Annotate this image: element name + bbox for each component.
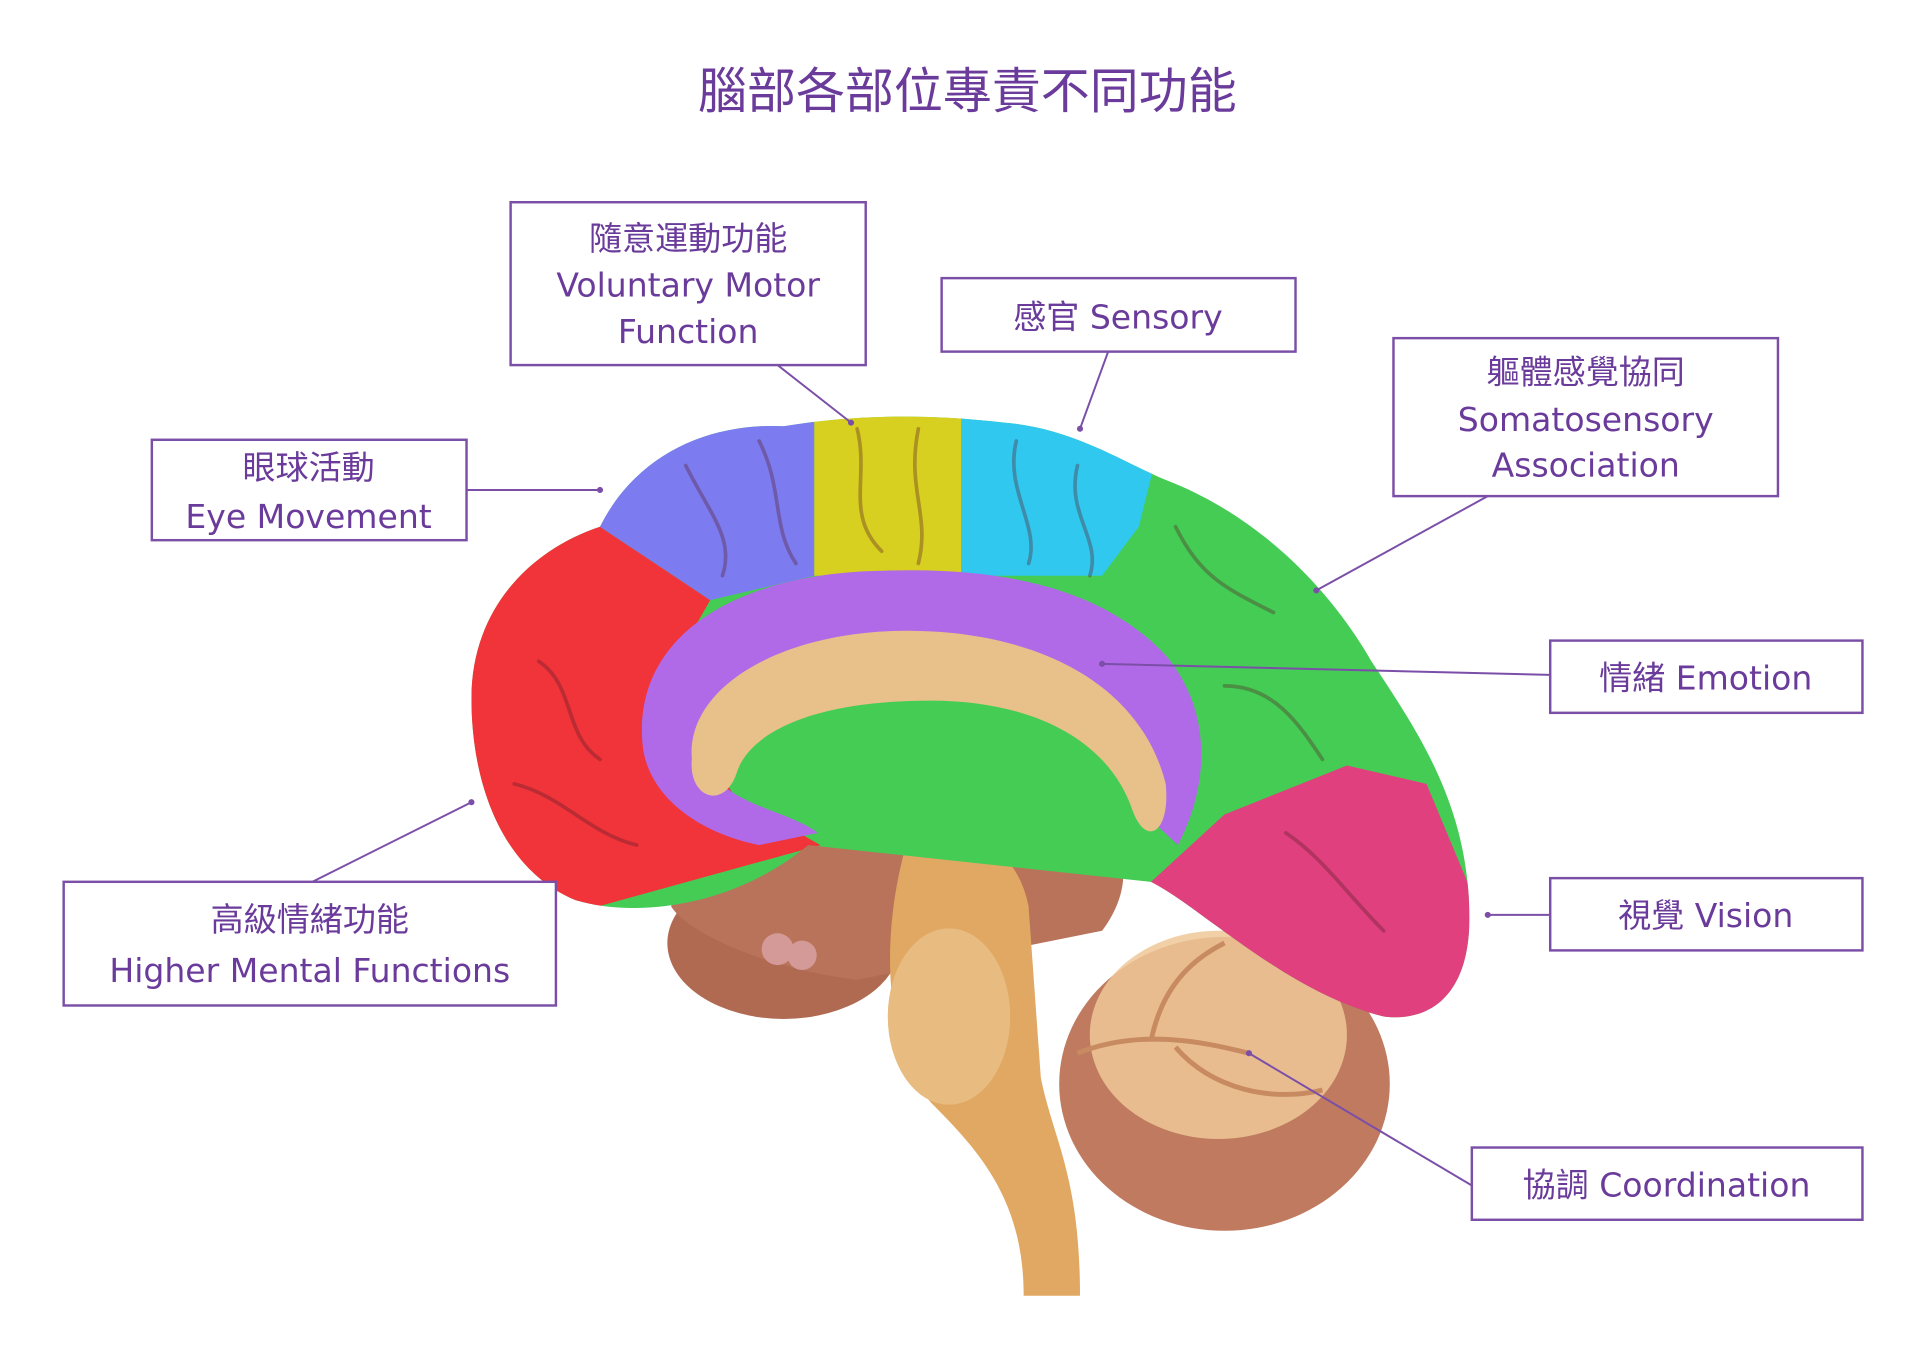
cerebellum-arbor [1089, 930, 1347, 1139]
svg-text:情緒 Emotion: 情緒 Emotion [1599, 659, 1812, 698]
svg-text:Higher Mental Functions: Higher Mental Functions [109, 951, 510, 990]
svg-text:Eye Movement: Eye Movement [185, 497, 431, 536]
label-eye-movement: 眼球活動 Eye Movement [150, 438, 468, 542]
region-limbic [641, 570, 1202, 846]
label-coordination: 協調 Coordination [1470, 1146, 1864, 1221]
label-emotion: 情緒 Emotion [1548, 639, 1864, 715]
label-voluntary-motor: 隨意運動功能 Voluntary Motor Function [509, 200, 867, 367]
svg-text:Function: Function [618, 312, 759, 351]
svg-text:眼球活動: 眼球活動 [242, 448, 374, 487]
pons [887, 928, 1011, 1105]
page-title: 腦部各部位專責不同功能 [698, 63, 1237, 120]
label-sensory: 感官 Sensory [940, 276, 1297, 353]
svg-text:Somatosensory: Somatosensory [1458, 400, 1714, 439]
svg-text:協調 Coordination: 協調 Coordination [1523, 1166, 1811, 1205]
svg-text:Voluntary Motor: Voluntary Motor [556, 266, 820, 305]
label-vision: 視覺 Vision [1548, 876, 1864, 952]
svg-text:Association: Association [1492, 446, 1680, 485]
svg-text:隨意運動功能: 隨意運動功能 [589, 219, 787, 258]
region-motor [814, 416, 962, 576]
label-higher-mental: 高級情緒功能 Higher Mental Functions [62, 880, 558, 1007]
label-somatosensory: 軀體感覺協同 Somatosensory Association [1392, 336, 1780, 498]
svg-text:感官 Sensory: 感官 Sensory [1013, 297, 1222, 336]
corpus-callosum [691, 630, 1167, 832]
region-occipital [1151, 765, 1470, 1018]
svg-text:軀體感覺協同: 軀體感覺協同 [1487, 352, 1685, 391]
svg-text:高級情緒功能: 高級情緒功能 [211, 900, 409, 939]
svg-text:視覺 Vision: 視覺 Vision [1618, 896, 1793, 935]
leader-lines [311, 351, 1551, 1187]
